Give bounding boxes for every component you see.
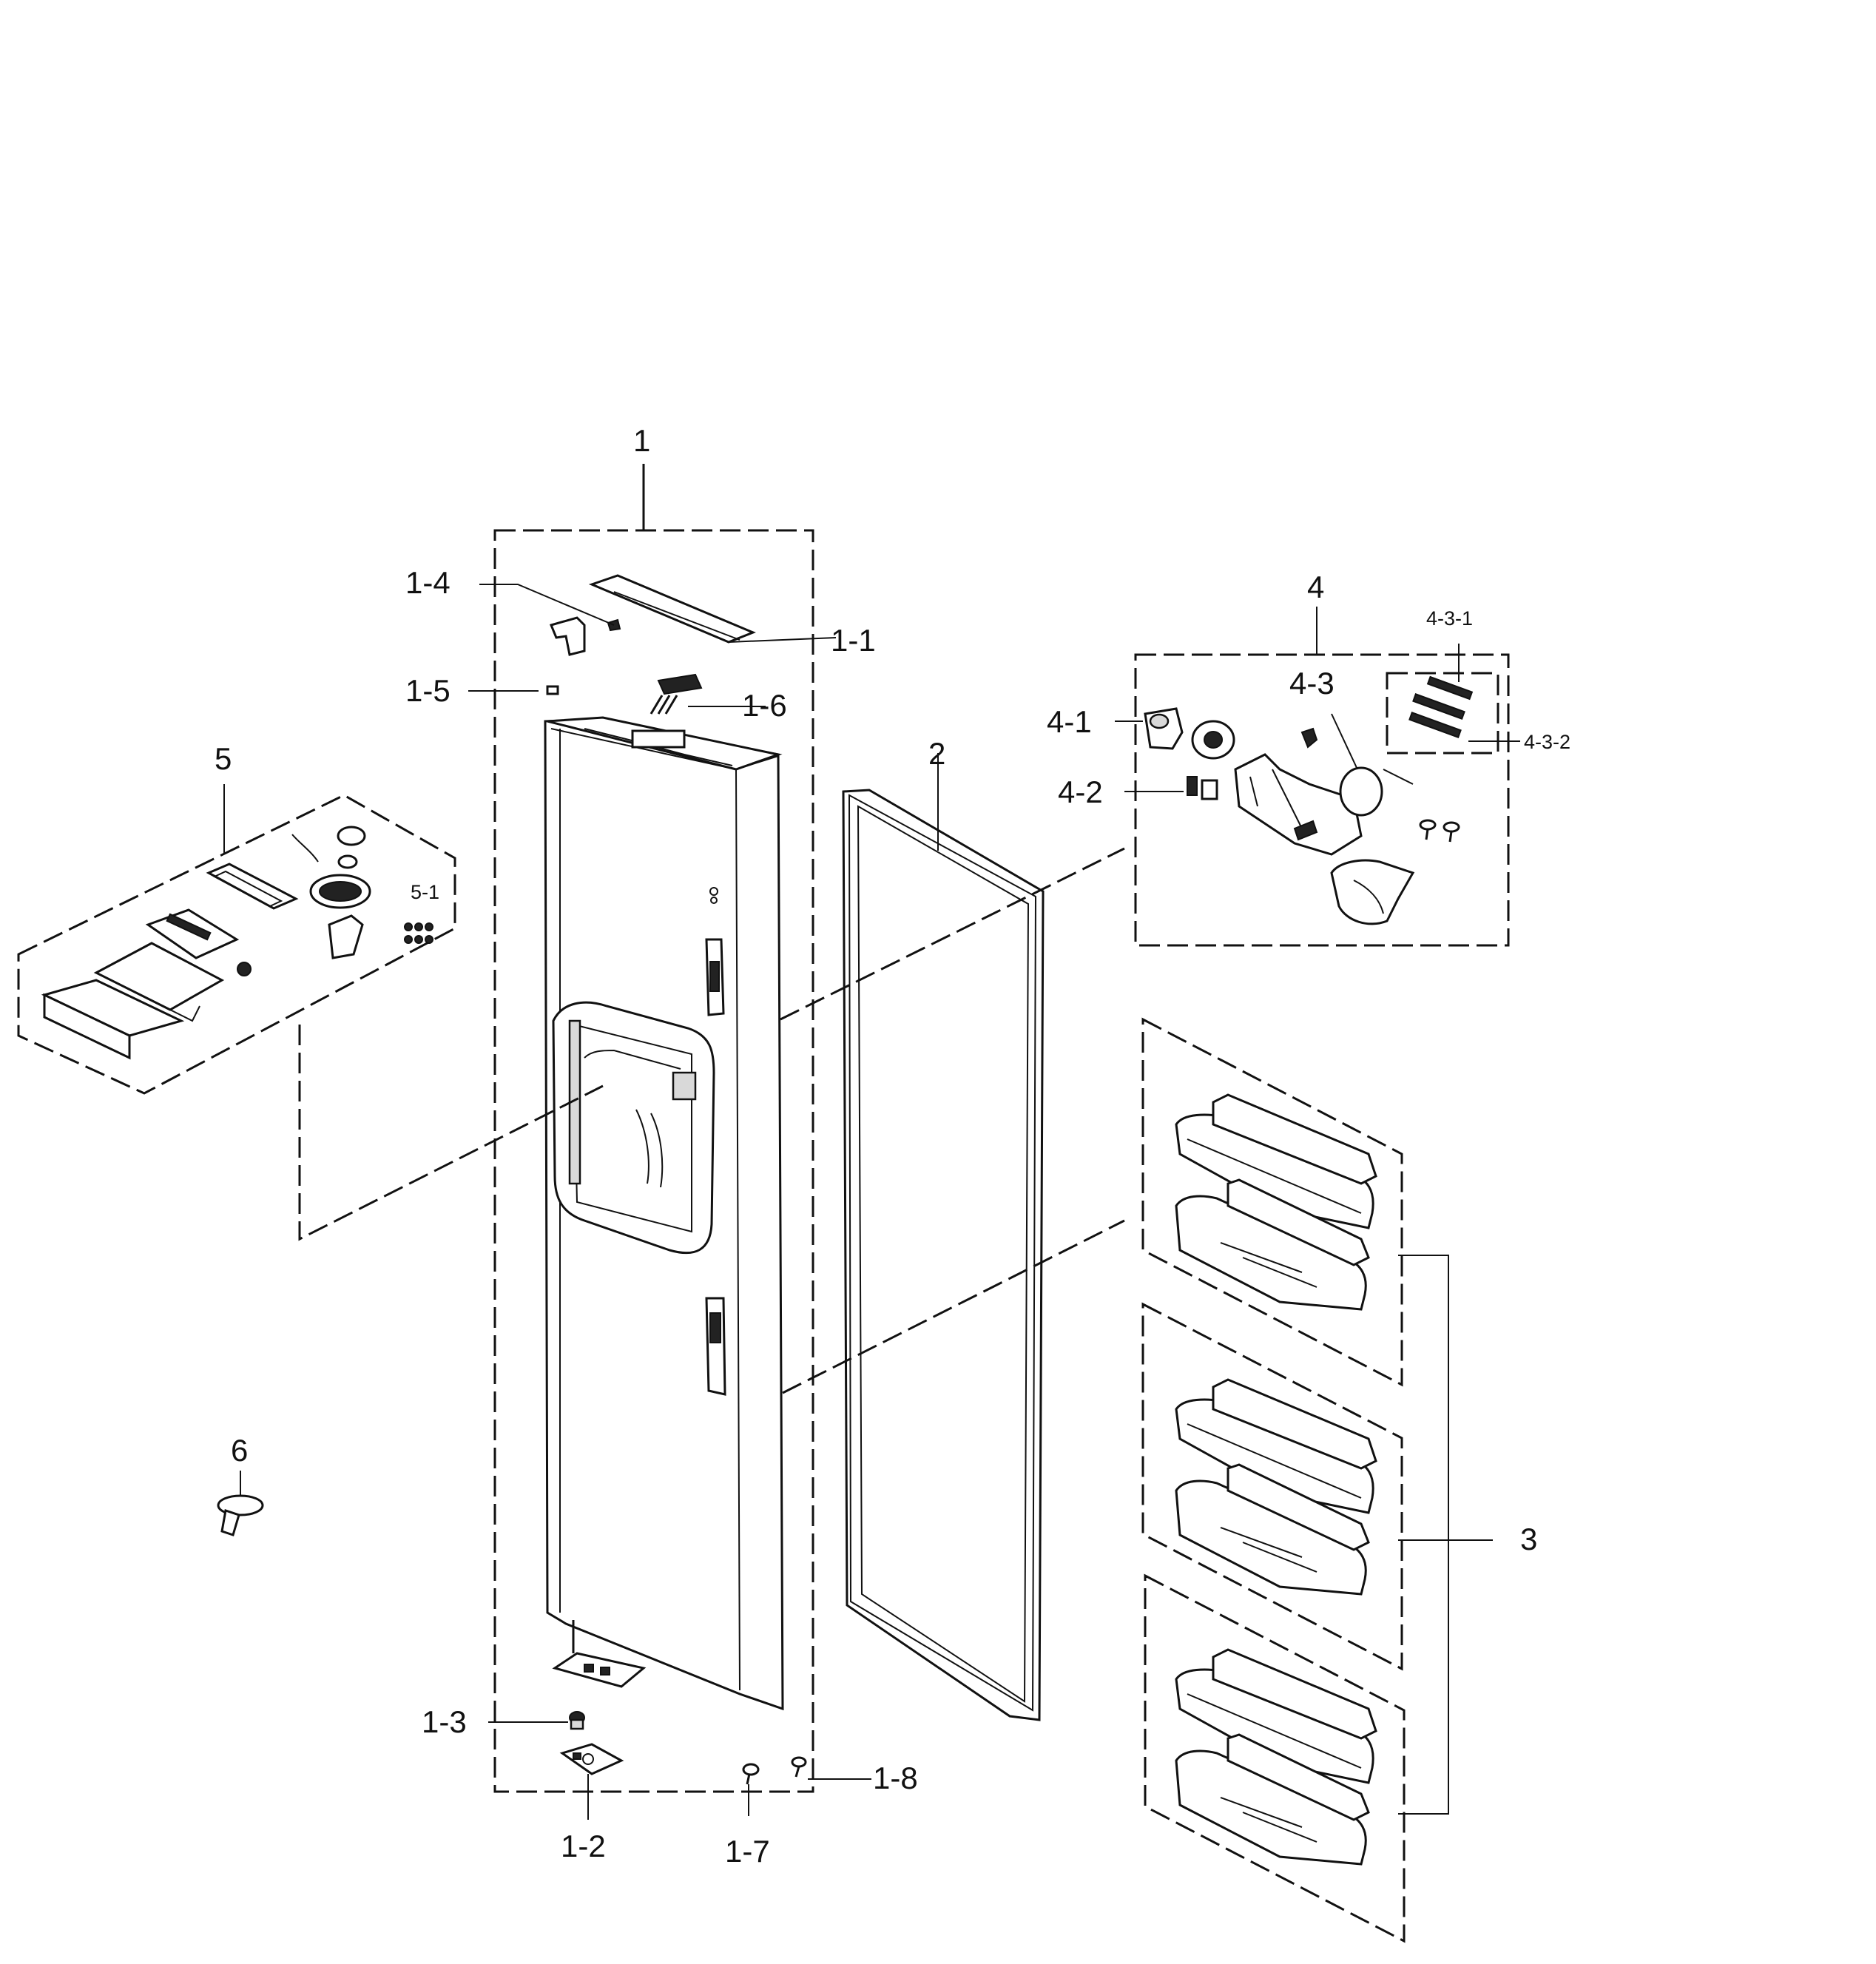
label-2: 2: [928, 736, 945, 771]
label-4-3: 4-3: [1289, 666, 1335, 701]
label-1-7: 1-7: [725, 1834, 770, 1869]
ice-route-group: [1115, 607, 1520, 947]
wire-harness: [291, 834, 319, 863]
label-6: 6: [231, 1433, 248, 1468]
callout-labels: 1 1-4 1-1 1-5 1-6 1-3 1-2 1-7 1-8 2 3 4 …: [215, 423, 1570, 1869]
knob-small: [237, 962, 252, 976]
label-1-6: 1-6: [742, 688, 787, 723]
pin-1-5: [546, 685, 559, 695]
dispenser-control-group: [17, 784, 604, 1241]
leader-1-4: [479, 584, 615, 626]
door-panel-1: [544, 716, 784, 1711]
label-4-1: 4-1: [1047, 704, 1092, 739]
panel-housing: [93, 942, 225, 1011]
door-assembly-group: [468, 464, 871, 1820]
dispenser-control-boundary: [17, 794, 456, 1095]
leader-4-3: [1331, 713, 1358, 770]
screws-5-1: [404, 922, 433, 944]
screws-4: [1419, 819, 1460, 843]
screw-1-7: [742, 1763, 760, 1785]
lever-4-3: [1300, 727, 1383, 817]
label-4-3-1: 4-3-1: [1426, 607, 1473, 630]
label-1-1: 1-1: [831, 623, 876, 658]
top-cover-1-1: [588, 574, 756, 644]
ice-chute: [1330, 859, 1415, 925]
door-assembly-boundary: [493, 529, 814, 1793]
door-gasket-2: [842, 753, 1045, 1721]
bracket-3: [1398, 1255, 1449, 1815]
hinge-plate-1-2: [559, 1743, 624, 1775]
actuator-4-2: [1187, 776, 1218, 800]
screw-1-8: [791, 1756, 807, 1778]
label-1: 1: [633, 423, 650, 458]
switch-part-1-6: [649, 673, 703, 715]
bin-pair-bottom: [1175, 1648, 1377, 1866]
chute-edge: [1353, 880, 1384, 914]
label-4-2: 4-2: [1058, 775, 1103, 809]
connector-lines: [780, 847, 1125, 1394]
bin-pair-top: [1175, 1093, 1377, 1311]
bin-frame-middle: [1141, 1302, 1403, 1671]
label-1-4: 1-4: [405, 565, 451, 600]
label-4: 4: [1307, 570, 1324, 604]
bin-frame-top: [1141, 1017, 1403, 1387]
cap-6: [217, 1471, 264, 1536]
label-3: 3: [1520, 1522, 1537, 1556]
label-1-5: 1-5: [405, 673, 451, 708]
ice-duct-body: [1234, 753, 1363, 856]
label-5: 5: [215, 741, 232, 776]
hinge-bracket: [549, 616, 586, 656]
dispenser-lever: [328, 914, 364, 959]
label-1-3: 1-3: [422, 1704, 467, 1739]
bin-pair-middle: [1175, 1378, 1377, 1596]
motor-4-1: [1144, 707, 1235, 760]
door-bins-group: [1141, 1017, 1493, 1943]
label-1-8: 1-8: [873, 1761, 918, 1795]
label-1-2: 1-2: [561, 1829, 606, 1863]
sensor-housing: [337, 826, 366, 846]
bin-frame-bottom: [1144, 1573, 1406, 1943]
sub-assembly-4-3-box: [1386, 672, 1499, 755]
hinge-cap-1-3: [569, 1711, 585, 1730]
leader-1-1: [728, 637, 837, 643]
ice-route-boundary: [1134, 653, 1510, 947]
label-5-1: 5-1: [411, 881, 439, 903]
heater-parts-4-3-1: [1408, 675, 1474, 738]
label-4-3-2: 4-3-2: [1524, 731, 1570, 753]
leader-5-to-door: [298, 1025, 604, 1241]
